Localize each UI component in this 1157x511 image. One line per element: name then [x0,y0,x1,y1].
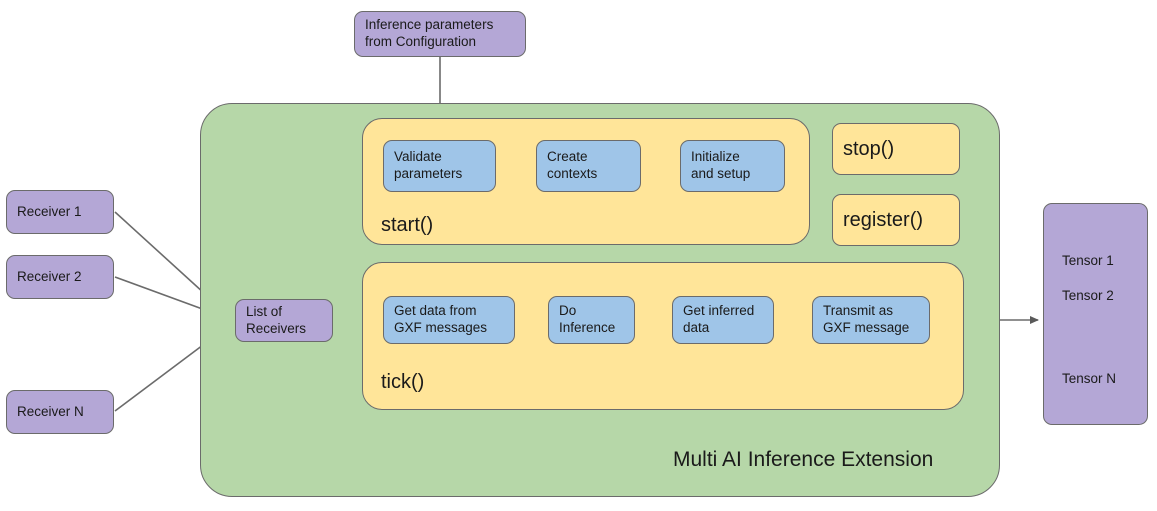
start-step-validate-parameters[interactable]: Validate parameters [383,140,496,192]
tick-group-label: tick() [381,371,425,393]
tick-step-transmit-as-gxf-message[interactable]: Transmit as GXF message [812,296,930,344]
receiver-2-box[interactable]: Receiver 2 [6,255,114,299]
register-method-box[interactable]: register() [832,194,960,246]
tick-step-get-inferred-data[interactable]: Get inferred data [672,296,774,344]
start-step-create-contexts[interactable]: Create contexts [536,140,641,192]
extension-title: Multi AI Inference Extension [673,448,934,471]
start-step-initialize-and-setup[interactable]: Initialize and setup [680,140,785,192]
tensor-2-label: Tensor 2 [1062,288,1114,303]
inference-parameters-config-box[interactable]: Inference parameters from Configuration [354,11,526,57]
tick-step-get-data-from-gxf-messages[interactable]: Get data from GXF messages [383,296,515,344]
stop-method-box[interactable]: stop() [832,123,960,175]
tensor-1-label: Tensor 1 [1062,253,1114,268]
list-of-receivers-box[interactable]: List of Receivers [235,299,333,342]
tick-step-do-inference[interactable]: Do Inference [548,296,635,344]
tensor-output-box[interactable]: Tensor 1 Tensor 2 Tensor N [1043,203,1148,425]
tensor-n-label: Tensor N [1062,371,1117,386]
receiver-n-box[interactable]: Receiver N [6,390,114,434]
start-group-label: start() [381,214,434,236]
receiver-1-box[interactable]: Receiver 1 [6,190,114,234]
